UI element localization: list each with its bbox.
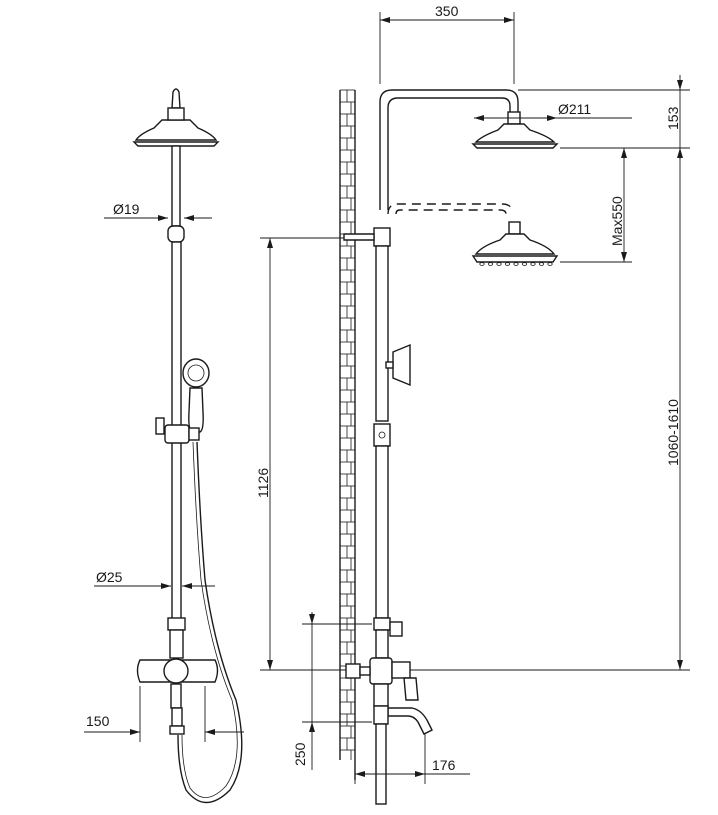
side-shower-head-lowered xyxy=(474,233,556,255)
dim-slide-range: Max550 xyxy=(609,196,625,246)
dim-total-height: 1060-1610 xyxy=(665,399,681,466)
side-shower-arm xyxy=(379,89,519,210)
side-dimensions: 350 Ø211 153 Max550 1060-1610 1126 xyxy=(255,3,690,784)
dim-front-mixer-width: 150 xyxy=(86,713,110,729)
front-diverter xyxy=(170,683,182,709)
side-shower-head-top xyxy=(474,123,556,143)
front-head-connector xyxy=(167,107,185,121)
front-coupling xyxy=(167,225,185,243)
front-mixer-center xyxy=(163,658,189,684)
front-hand-shower-head xyxy=(182,358,210,388)
side-hand-shower-holder xyxy=(392,343,411,387)
side-head-lowered-connector xyxy=(508,221,521,235)
front-head-rim xyxy=(132,141,220,147)
side-lower-coupling xyxy=(373,617,391,631)
side-bath-spout xyxy=(387,707,433,735)
front-upper-riser xyxy=(171,145,181,227)
front-lower-pipe xyxy=(169,629,184,659)
side-main-riser xyxy=(375,245,389,422)
front-holder xyxy=(188,427,200,441)
side-upper-bracket xyxy=(373,227,391,247)
side-mixer-body xyxy=(369,657,393,685)
dim-arm-projection: 350 xyxy=(435,3,459,19)
front-lower-coupling xyxy=(167,617,186,631)
side-drop-pipe xyxy=(375,723,387,805)
dim-outlet-to-bracket: 1126 xyxy=(255,468,271,498)
side-slider xyxy=(373,423,391,447)
front-dimensions: Ø19 Ø25 150 xyxy=(84,201,244,742)
front-shower-head xyxy=(134,119,218,141)
dim-front-pipe-bottom: Ø25 xyxy=(96,569,123,585)
dim-outlet-to-bottom: 250 xyxy=(292,742,308,766)
side-valve-knob xyxy=(389,621,403,637)
front-slider-bracket xyxy=(164,424,190,444)
side-upper-wall-anchor xyxy=(343,233,375,241)
front-hose xyxy=(177,441,243,804)
dim-front-pipe-top: Ø19 xyxy=(113,201,140,217)
side-lever xyxy=(403,677,419,701)
side-view xyxy=(343,89,559,805)
dim-spout-projection: 176 xyxy=(432,757,456,773)
side-arm-lowered-outline xyxy=(387,203,513,215)
front-finial xyxy=(171,88,181,109)
side-wall-connector xyxy=(345,663,361,679)
front-hand-shower-handle xyxy=(188,387,204,433)
front-outlet xyxy=(171,707,183,727)
dim-head-diameter: Ø211 xyxy=(558,101,591,117)
dim-head-drop: 153 xyxy=(665,106,681,130)
front-slider-knob xyxy=(155,417,165,435)
front-view xyxy=(132,88,243,804)
side-mixer-handle xyxy=(391,661,411,679)
front-outlet-nut xyxy=(169,725,185,735)
side-lower-riser xyxy=(375,445,389,619)
